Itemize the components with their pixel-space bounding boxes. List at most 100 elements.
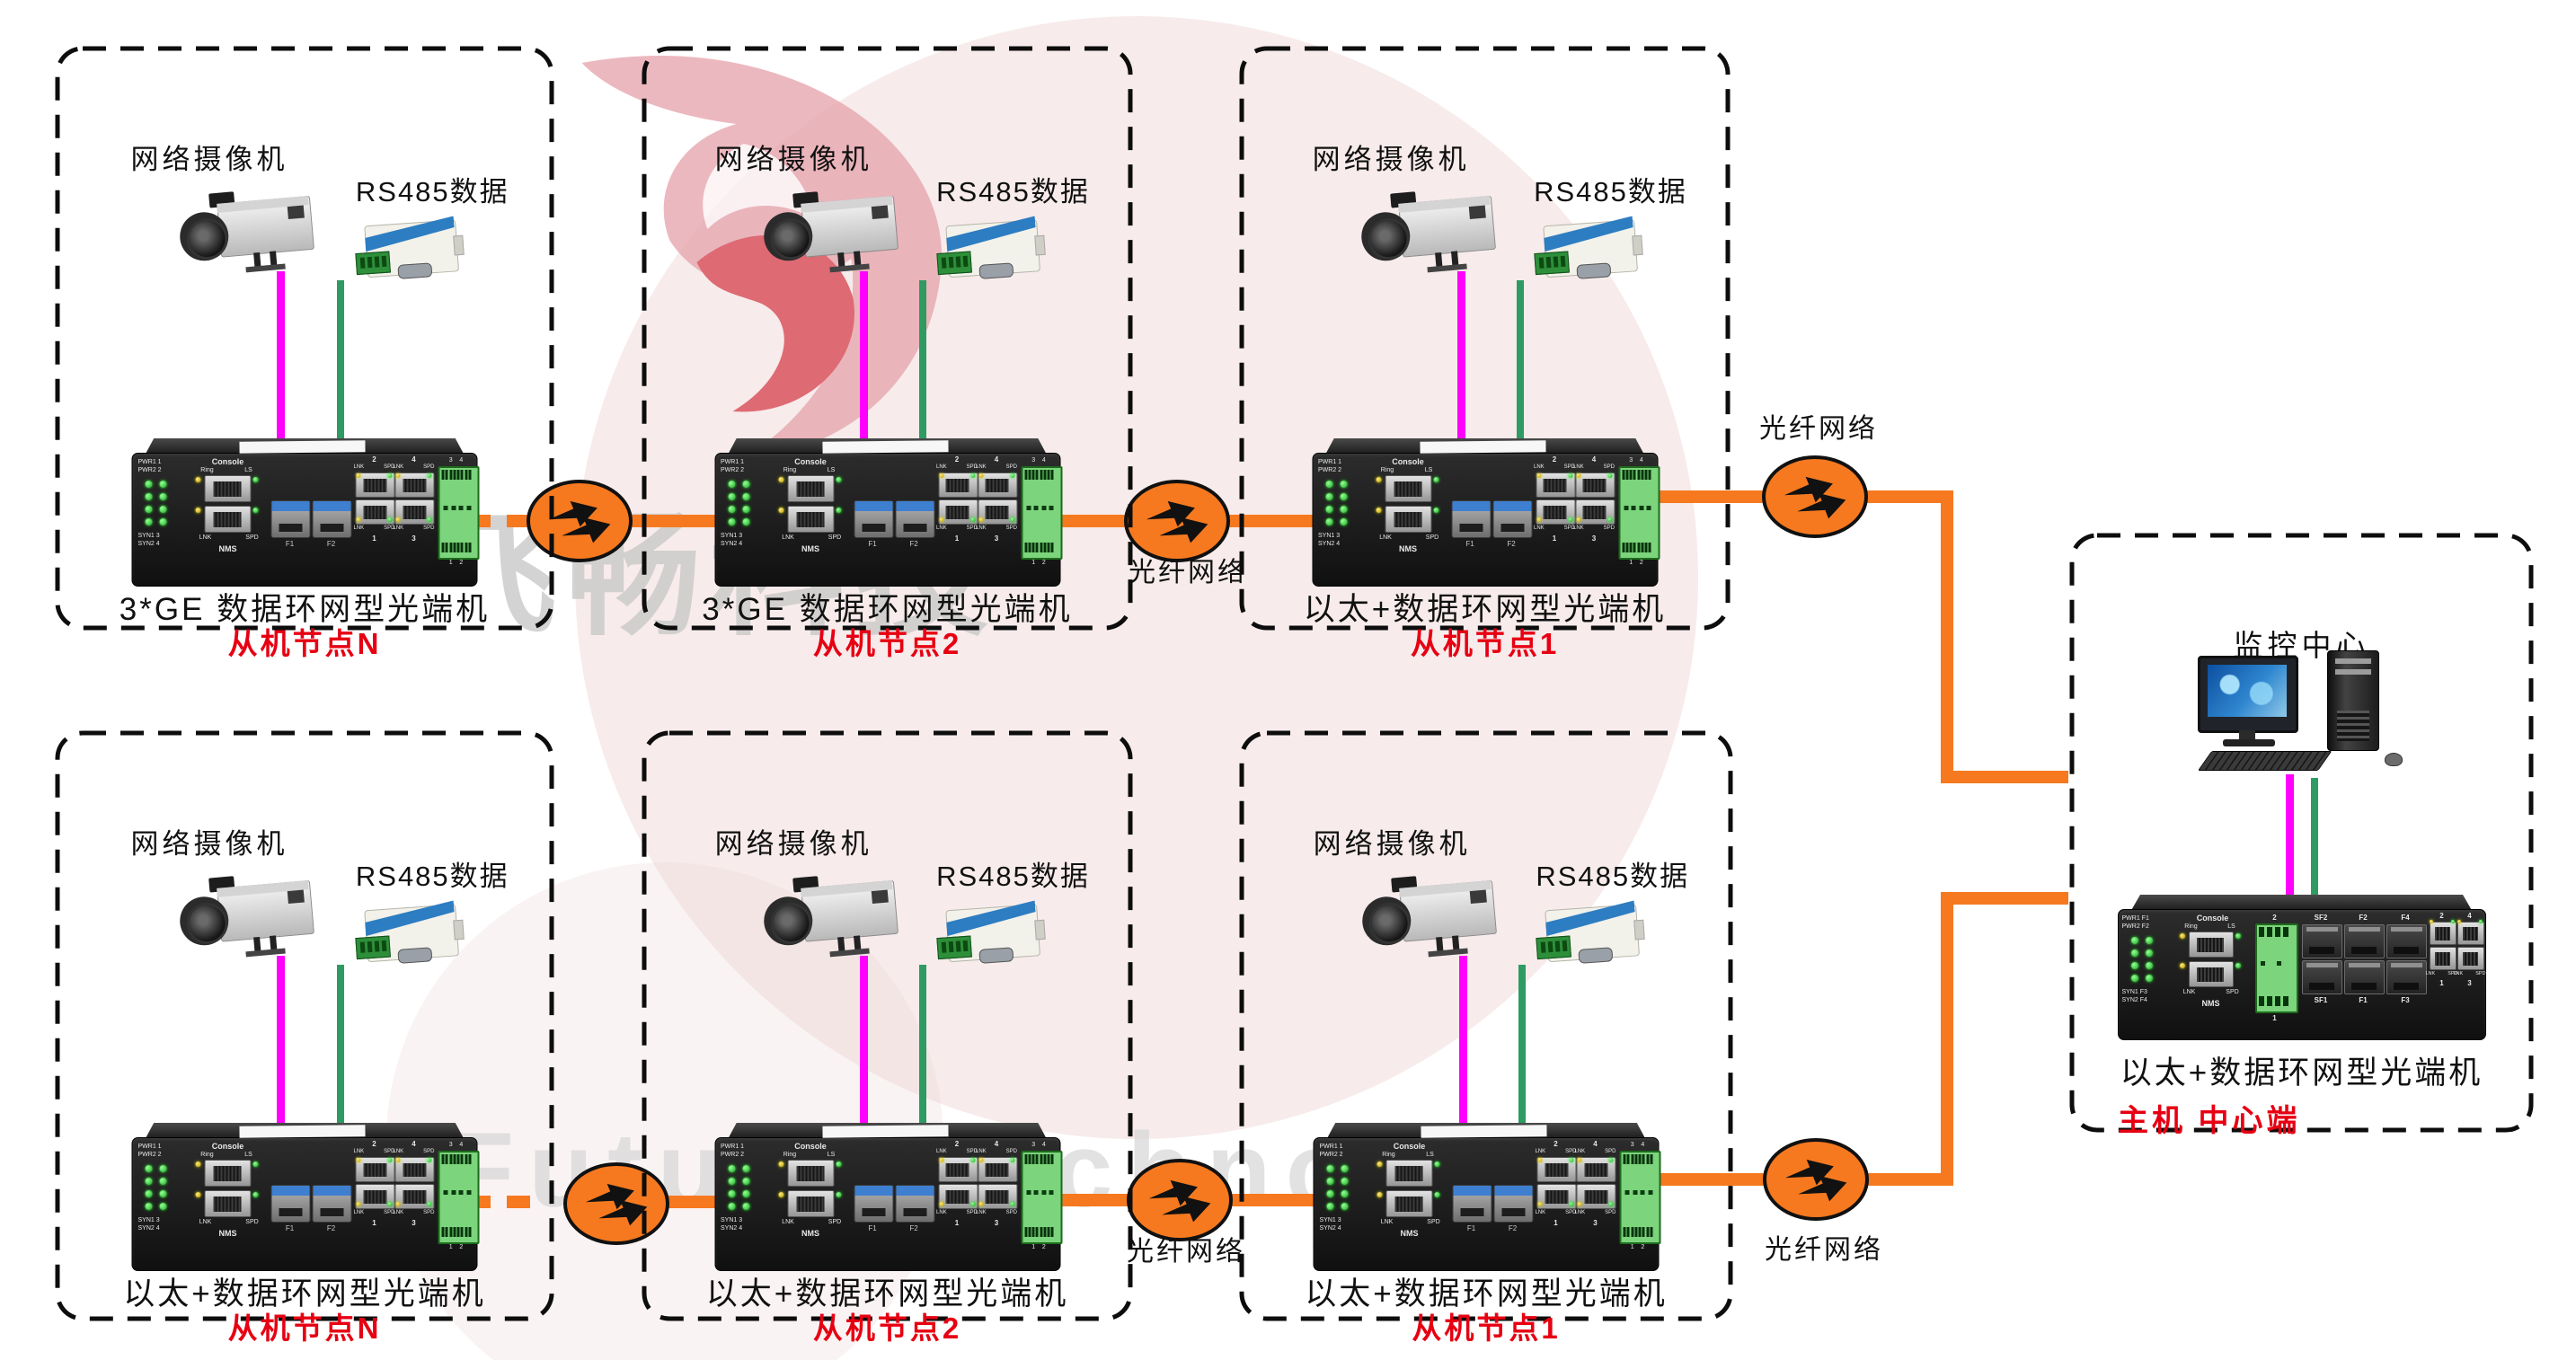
- terminal-pin: [1631, 1154, 1633, 1164]
- panel-label: SPD: [966, 1149, 978, 1154]
- led-green: [1569, 1158, 1574, 1162]
- sfp-cage: [2386, 960, 2427, 994]
- led-green: [1569, 1202, 1574, 1206]
- sfp-slot: [320, 524, 344, 532]
- terminal-hole: [1646, 506, 1651, 510]
- device-sticker: [239, 1125, 366, 1138]
- rj45-slot: [945, 478, 969, 493]
- panel-label: PWR2 2: [137, 467, 162, 473]
- terminal-pin: [465, 1227, 467, 1237]
- terminal-pin: [2258, 996, 2264, 1006]
- led-green: [2130, 937, 2138, 944]
- led-green: [1607, 473, 1612, 478]
- terminal-hole: [1049, 506, 1054, 510]
- led-yellow: [939, 473, 943, 478]
- rj45-port: [787, 475, 834, 502]
- led-yellow: [978, 473, 983, 478]
- panel-label: SYN1 3: [137, 1217, 160, 1223]
- sfp-cage: [2301, 960, 2342, 994]
- fiber-network-label: 光纤网络: [1765, 1235, 1883, 1265]
- rs485-terminal-block: [936, 251, 973, 276]
- sfp-latch: [1452, 501, 1490, 511]
- panel-label: SPD: [1005, 464, 1017, 470]
- panel-label: PWR1 1: [721, 459, 745, 465]
- terminal-pin: [1633, 470, 1636, 480]
- rs485-cable-line: [919, 280, 927, 442]
- mouse-icon: [2385, 753, 2403, 766]
- panel-label: LNK: [199, 534, 212, 541]
- terminal-pin: [456, 470, 460, 480]
- device-sticker: [1421, 1125, 1547, 1138]
- panel-label: Console: [1392, 457, 1424, 466]
- panel-label: LNK: [976, 464, 987, 470]
- sfp-latch: [271, 501, 310, 511]
- panel-label: 4: [2467, 912, 2472, 920]
- terminal-pin: [1625, 470, 1629, 480]
- network-camera-image: [176, 185, 319, 279]
- terminal-pin: [1040, 1227, 1042, 1237]
- panel-label: SYN2 4: [721, 1225, 743, 1232]
- terminal-pin: [1028, 543, 1031, 552]
- terminal-hole: [1631, 506, 1636, 510]
- rj45-port: [787, 1190, 834, 1217]
- terminal-pin: [453, 470, 456, 480]
- panel-label: LNK: [2453, 971, 2464, 976]
- panel-label: 3 4: [1031, 457, 1046, 464]
- panel-label: LNK: [2425, 971, 2436, 976]
- rj45-port: [938, 1184, 978, 1209]
- panel-label: LS: [1426, 1152, 1434, 1158]
- fiber-network-icon: [527, 480, 633, 562]
- terminal-pin: [465, 470, 467, 480]
- terminal-pin: [1631, 1227, 1633, 1237]
- panel-label: SPD: [1005, 525, 1017, 531]
- terminal-pin: [1644, 470, 1648, 480]
- terminal-block: [438, 1151, 480, 1244]
- panel-label: SPD: [245, 534, 259, 541]
- led-green: [1433, 477, 1438, 482]
- led-yellow: [395, 1202, 401, 1206]
- led-green: [159, 1203, 167, 1210]
- led-green: [2130, 949, 2138, 957]
- panel-label: Console: [1393, 1142, 1426, 1151]
- rj45-slot: [1394, 1166, 1423, 1181]
- rj45-port: [938, 499, 978, 525]
- panel-label: LS: [2227, 923, 2235, 930]
- terminal-pin: [2266, 996, 2272, 1006]
- network-camera-image: [1359, 185, 1501, 279]
- sfp-slot: [279, 1208, 303, 1216]
- panel-label: LNK: [936, 1149, 947, 1154]
- led-yellow: [1537, 1202, 1543, 1206]
- rs485-converter-image: [352, 208, 465, 286]
- double-arrow-icon: [1146, 500, 1208, 543]
- sfp-cage: [2301, 924, 2342, 958]
- terminal-pin: [449, 470, 452, 480]
- led-green: [1325, 506, 1332, 513]
- terminal-pin: [460, 1227, 464, 1237]
- terminal-block: [1021, 466, 1062, 560]
- cage-slot: [2309, 947, 2334, 954]
- rs485-data-label: RS485数据: [1534, 176, 1687, 208]
- terminal-pin: [1043, 1154, 1047, 1164]
- terminal-hole: [1633, 1190, 1637, 1195]
- fiber-link-segment: [1941, 892, 2068, 905]
- rj45-slot: [2462, 927, 2478, 941]
- rj45-slot: [2462, 952, 2478, 966]
- terminal-pin: [465, 1154, 467, 1164]
- rj45-port: [204, 475, 252, 502]
- panel-label: LNK: [782, 1219, 794, 1225]
- terminal-pin: [1031, 470, 1035, 480]
- led-green: [159, 506, 167, 513]
- panel-label: SPD: [1005, 1210, 1017, 1215]
- terminal-pin: [1650, 1227, 1653, 1237]
- led-green: [145, 1190, 153, 1197]
- node-role-label: 从机节点2: [812, 1311, 962, 1345]
- led-yellow: [2179, 963, 2185, 968]
- led-yellow: [1577, 1158, 1582, 1162]
- panel-label: 2: [1552, 455, 1557, 464]
- double-arrow-icon: [548, 500, 611, 543]
- rj45-slot: [1543, 505, 1567, 520]
